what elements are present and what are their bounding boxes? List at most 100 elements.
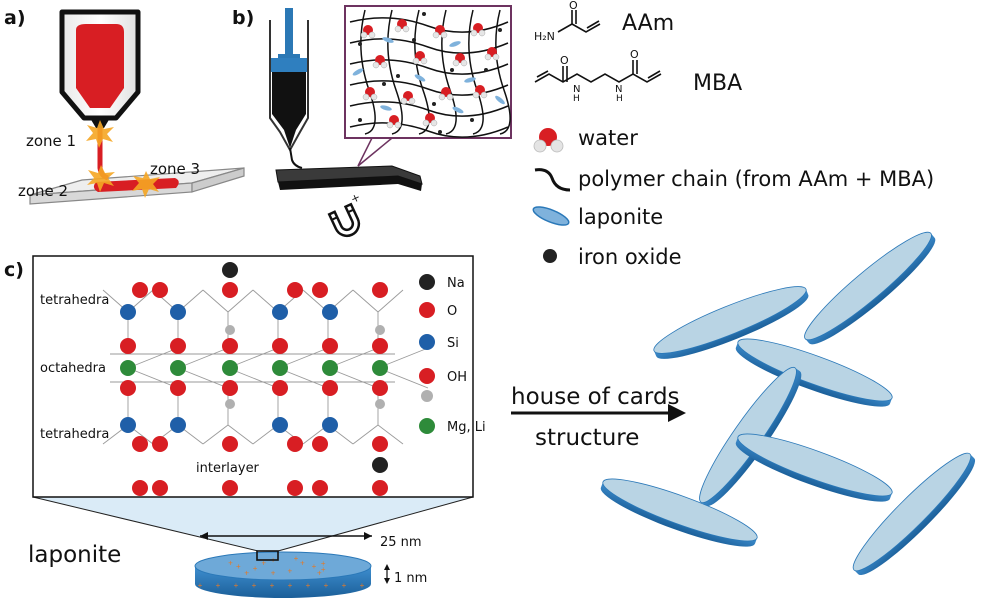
- panel-a: a) zone 1 zone 2 zone 3: [4, 7, 245, 205]
- row-label-octahedra: octahedra: [40, 361, 106, 376]
- oxygen-atom: [132, 480, 148, 496]
- charge-mark: +: [271, 568, 276, 577]
- printed-strip: [275, 165, 423, 191]
- water-molecule: [394, 19, 410, 33]
- oxygen-atom: [322, 380, 338, 396]
- panel-b: b) +: [232, 5, 512, 238]
- laponite-cards: [600, 231, 976, 576]
- iron-oxide-particle: [498, 28, 502, 32]
- mba-h-left: H: [573, 94, 580, 104]
- oxygen-atom: [372, 338, 388, 354]
- edge-charge-mark: +: [234, 581, 239, 590]
- oxygen-atom: [222, 338, 238, 354]
- nozzle-ink: [76, 24, 124, 108]
- iron-oxide-particle: [438, 130, 442, 134]
- iron-oxide-particle: [358, 118, 362, 122]
- iron-oxide-particle: [450, 68, 454, 72]
- oxygen-atom: [132, 282, 148, 298]
- iron-oxide-icon: [543, 249, 557, 263]
- water-molecule: [470, 23, 486, 37]
- aam-name: AAm: [622, 11, 674, 36]
- silicon-atom: [170, 304, 186, 320]
- laponite-icon: [532, 206, 570, 226]
- hydrogen-atom: [225, 399, 235, 409]
- oxygen-atom: [372, 282, 388, 298]
- zone-2-label: zone 2: [18, 182, 68, 200]
- zoom-cone: [33, 497, 473, 551]
- edge-charge-mark: +: [198, 581, 203, 590]
- aam-amine: H₂N: [534, 30, 555, 43]
- iron-oxide-particle: [396, 74, 400, 78]
- water-molecule: [472, 85, 488, 99]
- mba-oxygen-left: O: [560, 54, 569, 67]
- charge-mark: +: [294, 554, 299, 563]
- oxygen-atom: [372, 380, 388, 396]
- silicon-atom: [322, 417, 338, 433]
- water-molecule: [484, 47, 500, 61]
- charge-mark: +: [312, 562, 317, 571]
- mba-n-left: N: [573, 84, 580, 95]
- sodium-atom-icon: [419, 274, 435, 290]
- oxygen-atom: [170, 338, 186, 354]
- legend-laponite: laponite: [578, 205, 663, 229]
- iron-oxide-particle: [484, 68, 488, 72]
- mba-n-right: N: [615, 84, 622, 95]
- silicon-atom-icon: [419, 334, 435, 350]
- atom-legend-o: O: [447, 304, 457, 319]
- iron-oxide-particle: [470, 118, 474, 122]
- laponite-disc: ++++++++++++++++++++++++: [194, 532, 390, 598]
- oxygen-atom: [222, 436, 238, 452]
- syringe: [269, 8, 309, 169]
- laponite-platelet: [449, 41, 461, 47]
- aam-oxygen: O: [569, 0, 578, 12]
- legend-iron-oxide: iron oxide: [578, 245, 682, 269]
- iron-oxide-particle: [412, 38, 416, 42]
- house-of-cards-line-2: structure: [535, 425, 639, 451]
- water-molecule: [386, 115, 402, 129]
- panel-b-legend: water polymer chain (from AAm + MBA) lap…: [532, 126, 934, 269]
- thickness-label: 1 nm: [394, 571, 427, 586]
- panel-c: c) tetrahedra octahedra tetrahedra inter…: [4, 255, 486, 598]
- diameter-label: 25 nm: [380, 535, 422, 550]
- atom-legend-na: Na: [447, 276, 465, 291]
- edge-charge-mark: +: [288, 581, 293, 590]
- row-label-tetrahedra-top: tetrahedra: [40, 293, 109, 308]
- charge-mark: +: [321, 565, 326, 574]
- panel-a-label: a): [4, 7, 26, 29]
- laponite-card: [653, 286, 809, 359]
- silicon-atom: [120, 417, 136, 433]
- house-of-cards-line-1: house of cards: [511, 384, 680, 410]
- atom-legend-si: Si: [447, 336, 459, 351]
- oxygen-atom: [272, 380, 288, 396]
- oxygen-atom: [312, 282, 328, 298]
- zoom-box: [256, 550, 279, 561]
- oxygen-atom: [372, 480, 388, 496]
- iron-oxide-particle: [358, 42, 362, 46]
- sodium-atom: [372, 457, 388, 473]
- laponite-platelet: [495, 95, 505, 105]
- edge-charge-mark: +: [306, 581, 311, 590]
- metal-atom: [372, 360, 388, 376]
- atom-legend-oh: OH: [447, 370, 467, 385]
- legend-polymer: polymer chain (from AAm + MBA): [578, 167, 934, 191]
- edge-charge-mark: +: [324, 581, 329, 590]
- mba-molecule: O O N H N H MBA: [534, 48, 742, 104]
- metal-atom: [322, 360, 338, 376]
- edge-charge-mark: +: [252, 581, 257, 590]
- charge-mark: +: [321, 559, 326, 568]
- panel-b-label: b): [232, 7, 254, 29]
- water-molecule: [400, 91, 416, 105]
- atom-legend-mg-li: Mg, Li: [447, 420, 486, 435]
- silicon-atom: [272, 304, 288, 320]
- atom-legend: Na O Si OH Mg, Li: [419, 274, 486, 435]
- zone-3-star: [132, 171, 160, 198]
- iron-oxide-particle: [432, 102, 436, 106]
- arrow-head: [668, 404, 686, 422]
- oxygen-atom: [152, 480, 168, 496]
- hydroxyl-hydrogen-icon: [421, 390, 433, 402]
- oxygen-atom: [322, 338, 338, 354]
- laponite-platelet: [414, 74, 426, 82]
- water-molecule: [438, 87, 454, 101]
- charge-mark: +: [261, 558, 266, 567]
